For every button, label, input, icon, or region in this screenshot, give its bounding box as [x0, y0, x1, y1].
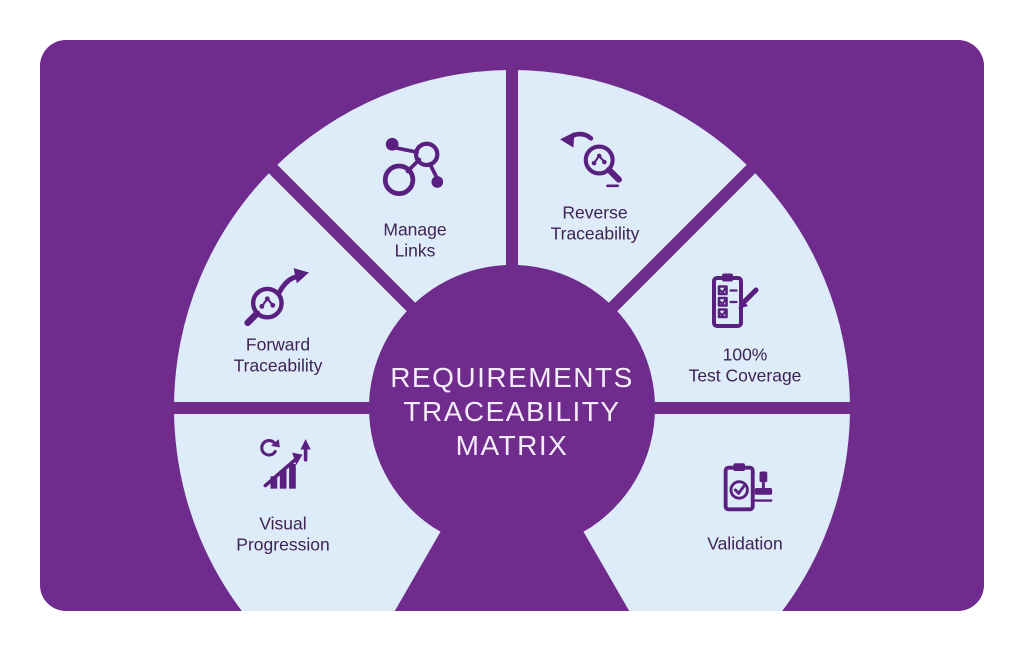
growth-chart-icon	[260, 439, 311, 489]
segment-label-test-coverage: 100% Test Coverage	[635, 345, 855, 388]
title-line-3: MATRIX	[455, 430, 569, 462]
segment-divider-upleft	[262, 158, 517, 413]
diagram-title: REQUIREMENTS TRACEABILITY MATRIX	[390, 361, 634, 463]
network-links-icon	[382, 137, 444, 197]
segment-manage-links	[273, 70, 512, 307]
segment-label-manage-links: Manage Links	[305, 220, 525, 263]
segment-validation	[583, 408, 850, 611]
label-line: Manage	[383, 219, 447, 240]
label-line: 100%	[722, 344, 768, 365]
title-line-1: REQUIREMENTS	[390, 361, 634, 393]
segment-label-forward-traceability: Forward Traceability	[168, 335, 388, 378]
segment-test-coverage	[613, 169, 850, 408]
segment-reverse-traceability	[512, 70, 751, 307]
segment-forward-traceability	[174, 169, 411, 408]
magnifier-forward-arrow-icon	[244, 268, 309, 327]
stamp-clipboard-icon-shape	[723, 463, 773, 512]
label-line: Test Coverage	[688, 366, 802, 386]
segment-ring	[165, 60, 859, 611]
label-line: Visual	[259, 513, 307, 534]
growth-chart-icon-shape	[260, 439, 311, 489]
segment-label-visual-progression: Visual Progression	[173, 514, 393, 557]
segment-label-validation: Validation	[635, 533, 855, 554]
checklist-pen-icon-shape	[712, 273, 759, 328]
magnifier-forward-arrow-icon-shape	[244, 268, 309, 327]
label-line: Validation	[707, 533, 783, 554]
segment-divider-upright	[507, 158, 762, 413]
magnifier-back-arrow-icon	[560, 131, 622, 188]
stamp-clipboard-icon	[723, 463, 773, 512]
checklist-pen-icon	[712, 273, 759, 328]
network-links-icon-shape	[382, 137, 444, 197]
segment-visual-progression	[174, 408, 441, 611]
title-line-2: TRACEABILITY	[403, 395, 621, 427]
label-line: Traceability	[233, 356, 323, 376]
label-line: Traceability	[550, 224, 640, 244]
label-line: Links	[394, 241, 436, 261]
magnifier-back-arrow-icon-shape	[560, 131, 622, 188]
segment-label-reverse-traceability: Reverse Traceability	[485, 203, 705, 246]
label-line: Reverse	[562, 202, 628, 223]
label-line: Progression	[236, 535, 330, 555]
label-line: Forward	[245, 334, 311, 355]
